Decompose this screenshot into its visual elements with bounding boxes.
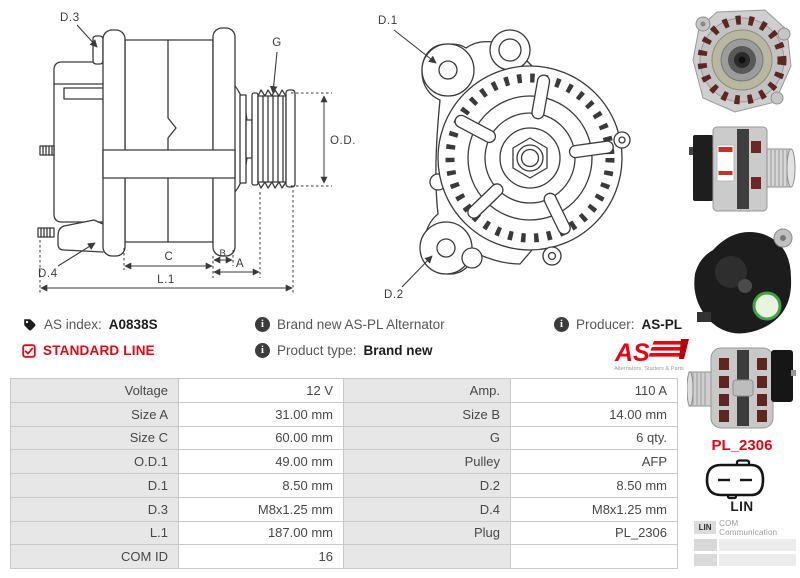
spec-label-cell: O.D.1 [11, 450, 179, 474]
spec-label-cell [344, 545, 511, 569]
dim-label-g: G [272, 37, 282, 49]
spec-label-cell: Pulley [344, 450, 511, 474]
product-type-label: Product type: [277, 343, 357, 358]
dim-label-d2: D.2 [384, 289, 404, 301]
dim-label-d4: D.4 [38, 268, 58, 280]
connector-type-label: LIN [730, 499, 754, 514]
product-photo-rear [694, 228, 793, 334]
com-empty-bar [719, 539, 796, 551]
spec-label-cell: G [344, 426, 511, 451]
com-empty-row [694, 554, 796, 566]
dim-label-d3: D.3 [60, 12, 80, 24]
com-empty-bar [719, 554, 796, 566]
info-icon: i [553, 317, 569, 332]
plug-code: PL_2306 [711, 437, 773, 454]
spec-label-cell: Size B [344, 402, 511, 427]
dim-label-b: B [220, 248, 227, 259]
tag-icon [24, 319, 36, 331]
spec-label-cell: D.2 [344, 474, 511, 498]
dim-label-c: C [165, 251, 174, 263]
spec-value-cell: 31.00 mm [179, 402, 344, 427]
spec-label-cell: D.1 [11, 474, 179, 498]
dim-label-l1: L.1 [157, 274, 175, 286]
spec-value-cell: PL_2306 [511, 521, 678, 546]
product-photo-front [692, 9, 792, 113]
spec-label-cell: COM ID [11, 545, 179, 569]
brand-row: i Brand new AS-PL Alternator [255, 317, 445, 332]
checkbox-checked-icon [22, 343, 36, 358]
spec-value-cell: AFP [511, 450, 678, 474]
product-type-row: i Product type: Brand new [255, 343, 433, 358]
logo-text: AS [614, 339, 650, 367]
spec-label-cell: Amp. [344, 379, 511, 403]
com-empty-chip [694, 554, 717, 566]
product-photo-side-left-pulley [687, 347, 796, 429]
standard-line-row: STANDARD LINE [22, 343, 155, 358]
dim-label-od1: O.D.1 [330, 135, 356, 147]
plug-connector-icon [705, 459, 765, 500]
spec-value-cell: 49.00 mm [179, 450, 344, 474]
spec-label-cell: Size A [11, 402, 179, 427]
spec-table: Voltage 12 V Amp. 110 A Size A 31.00 mm … [10, 378, 678, 569]
as-pl-logo: AS Alternators, Starters & Parts [614, 339, 689, 372]
spec-value-cell: 6 qty. [511, 426, 678, 451]
spec-value-cell: 8.50 mm [179, 474, 344, 498]
spec-label-cell: Plug [344, 521, 511, 546]
producer-label: Producer: [575, 317, 635, 332]
product-type-value: Brand new [363, 343, 433, 358]
spec-label-cell: Size C [11, 426, 179, 451]
com-communication-row: LIN COM Communication [694, 518, 796, 537]
front-view-technical-drawing: D.1 D.2 [378, 15, 631, 301]
as-index-row: AS index: A0838S [22, 317, 158, 332]
com-tag: LIN [694, 521, 717, 534]
standard-line-label: STANDARD LINE [43, 343, 155, 358]
spec-label-cell: D.3 [11, 497, 179, 522]
as-index-value: A0838S [108, 317, 158, 332]
side-view-technical-drawing: D.3 G O.D.1 D.4 C B A L.1 [37, 12, 356, 293]
info-icon: i [255, 317, 270, 332]
spec-value-cell: 16 [179, 545, 344, 569]
spec-label-cell: L.1 [11, 521, 179, 546]
spec-label-cell: Voltage [11, 379, 179, 403]
spec-label-cell: D.4 [344, 497, 511, 522]
dim-label-a: A [236, 258, 244, 270]
spec-value-cell: 110 A [511, 379, 678, 403]
com-empty-chip [694, 539, 717, 551]
com-empty-row [694, 539, 796, 551]
spec-value-cell: 187.00 mm [179, 521, 344, 546]
spec-value-cell: M8x1.25 mm [511, 497, 678, 522]
as-index-label: AS index: [44, 317, 102, 332]
spec-value-cell: 8.50 mm [511, 474, 678, 498]
com-text: COM Communication [719, 518, 778, 537]
spec-value-cell [511, 545, 678, 569]
producer-row: i Producer: AS-PL [553, 317, 683, 332]
dim-label-d1: D.1 [378, 15, 398, 27]
brand-text: Brand new AS-PL Alternator [277, 317, 445, 332]
spec-value-cell: 12 V [179, 379, 344, 403]
info-icon: i [255, 343, 270, 358]
spec-value-cell: 14.00 mm [511, 402, 678, 427]
producer-value: AS-PL [641, 317, 683, 332]
logo-tagline: Alternators, Starters & Parts [614, 366, 684, 372]
spec-value-cell: M8x1.25 mm [179, 497, 344, 522]
product-photo-side-right-pulley [689, 126, 796, 212]
spec-value-cell: 60.00 mm [179, 426, 344, 451]
